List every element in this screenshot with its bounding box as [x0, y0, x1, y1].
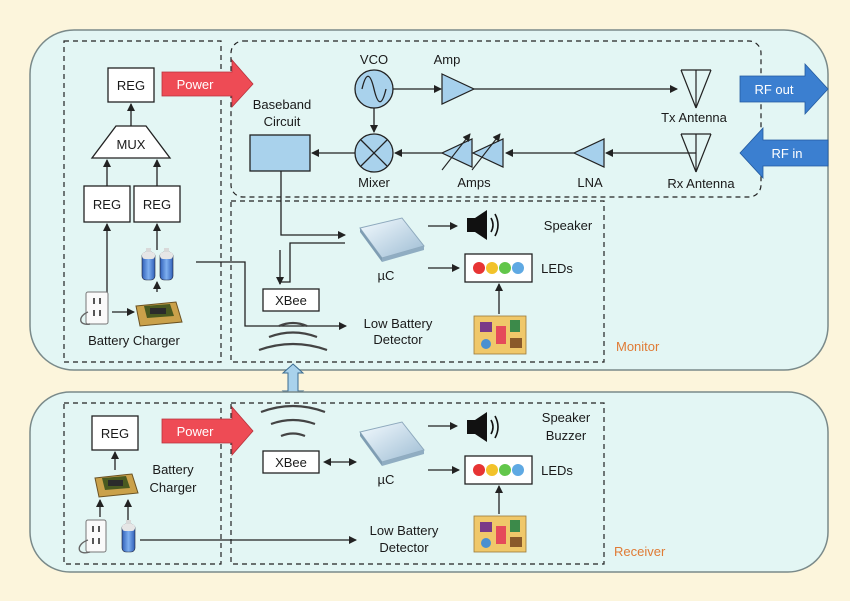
monitor-rf-box	[230, 40, 762, 198]
monitor-reg-left-label: REG	[93, 197, 121, 212]
receiver-section-label: Receiver	[614, 544, 666, 559]
amp-label: Amp	[434, 52, 461, 67]
tx-antenna-label: Tx Antenna	[661, 110, 728, 125]
monitor-reg-top-label: REG	[117, 78, 145, 93]
monitor-section-label: Monitor	[616, 339, 660, 354]
receiver-power-box	[63, 402, 222, 565]
monitor-xbee-block	[262, 288, 320, 312]
monitor-leds-panel	[464, 253, 533, 283]
monitor-speaker-icon	[467, 210, 499, 240]
monitor-low-battery-label-line2: Detector	[373, 332, 423, 347]
monitor-leds-label: LEDs	[541, 261, 573, 276]
receiver-power-arrow: Power	[161, 405, 254, 457]
tx-amp-triangle	[441, 73, 476, 105]
receiver-low-battery-label-line2: Detector	[379, 540, 429, 555]
receiver-power-label: Power	[177, 424, 215, 439]
receiver-wireless-waves-icon	[260, 404, 326, 438]
receiver-battery-charger-label-line2: Charger	[150, 480, 198, 495]
receiver-reg-label: REG	[101, 426, 129, 441]
receiver-speaker-label-line2: Buzzer	[546, 428, 587, 443]
monitor-battery-charger-label: Battery Charger	[88, 333, 180, 348]
receiver-low-battery-label-line1: Low Battery	[370, 523, 439, 538]
monitor-reg-top	[107, 67, 155, 103]
mux-block	[90, 125, 172, 159]
receiver-xbee-block	[262, 450, 320, 474]
battery-pair-icon	[141, 248, 174, 281]
baseband-circuit-block	[249, 134, 311, 172]
vco-label: VCO	[360, 52, 388, 67]
wall-outlet-icon	[80, 291, 109, 325]
receiver-battery-icon	[121, 520, 136, 553]
baseband-label-line1: Baseband	[253, 97, 312, 112]
lna-triangle	[572, 138, 605, 168]
receiver-panel: REG Battery Charger Power	[29, 391, 829, 573]
monitor-microcontroller-chip-icon	[359, 217, 425, 262]
receiver-uc-label: µC	[378, 472, 395, 487]
monitor-low-battery-label-line1: Low Battery	[364, 316, 433, 331]
amps-label: Amps	[457, 175, 491, 190]
variable-amps-icon	[440, 133, 504, 171]
receiver-charger-cradle-icon	[94, 473, 139, 498]
receiver-leds-label: LEDs	[541, 463, 573, 478]
monitor-power-label: Power	[177, 77, 215, 92]
lna-label: LNA	[577, 175, 603, 190]
tx-antenna-icon	[680, 69, 712, 109]
receiver-speaker-icon	[467, 412, 499, 442]
mixer-icon	[354, 133, 394, 173]
rf-in-arrow: RF in	[739, 126, 829, 180]
monitor-reg-left	[83, 185, 131, 223]
receiver-xbee-label: XBee	[275, 455, 307, 470]
mux-label: MUX	[117, 137, 146, 152]
rx-antenna-label: Rx Antenna	[667, 176, 735, 191]
rf-out-label: RF out	[754, 82, 793, 97]
baseband-label-line2: Circuit	[264, 114, 301, 129]
receiver-battery-charger-label-line1: Battery	[152, 462, 194, 477]
receiver-control-box	[230, 402, 605, 565]
monitor-led-driver-board-icon	[473, 315, 527, 355]
receiver-led-driver-board-icon	[473, 515, 527, 553]
receiver-microcontroller-chip-icon	[359, 421, 425, 466]
monitor-power-box	[63, 40, 222, 363]
monitor-panel: REG MUX REG REG	[29, 29, 829, 371]
charger-cradle-icon	[135, 301, 183, 327]
receiver-wall-outlet-icon	[78, 519, 107, 554]
rf-in-label: RF in	[771, 146, 802, 161]
monitor-xbee-label: XBee	[275, 293, 307, 308]
monitor-control-box	[230, 200, 605, 363]
monitor-uc-label: µC	[378, 268, 395, 283]
monitor-speaker-label: Speaker	[544, 218, 593, 233]
monitor-reg-right-label: REG	[143, 197, 171, 212]
receiver-reg	[91, 415, 139, 451]
vco-oscillator-icon	[354, 69, 394, 109]
receiver-speaker-label-line1: Speaker	[542, 410, 591, 425]
receiver-leds-panel	[464, 455, 533, 485]
mixer-label: Mixer	[358, 175, 390, 190]
rf-out-arrow: RF out	[739, 62, 829, 116]
monitor-power-arrow: Power	[161, 58, 254, 109]
monitor-wireless-waves-icon	[258, 321, 328, 352]
